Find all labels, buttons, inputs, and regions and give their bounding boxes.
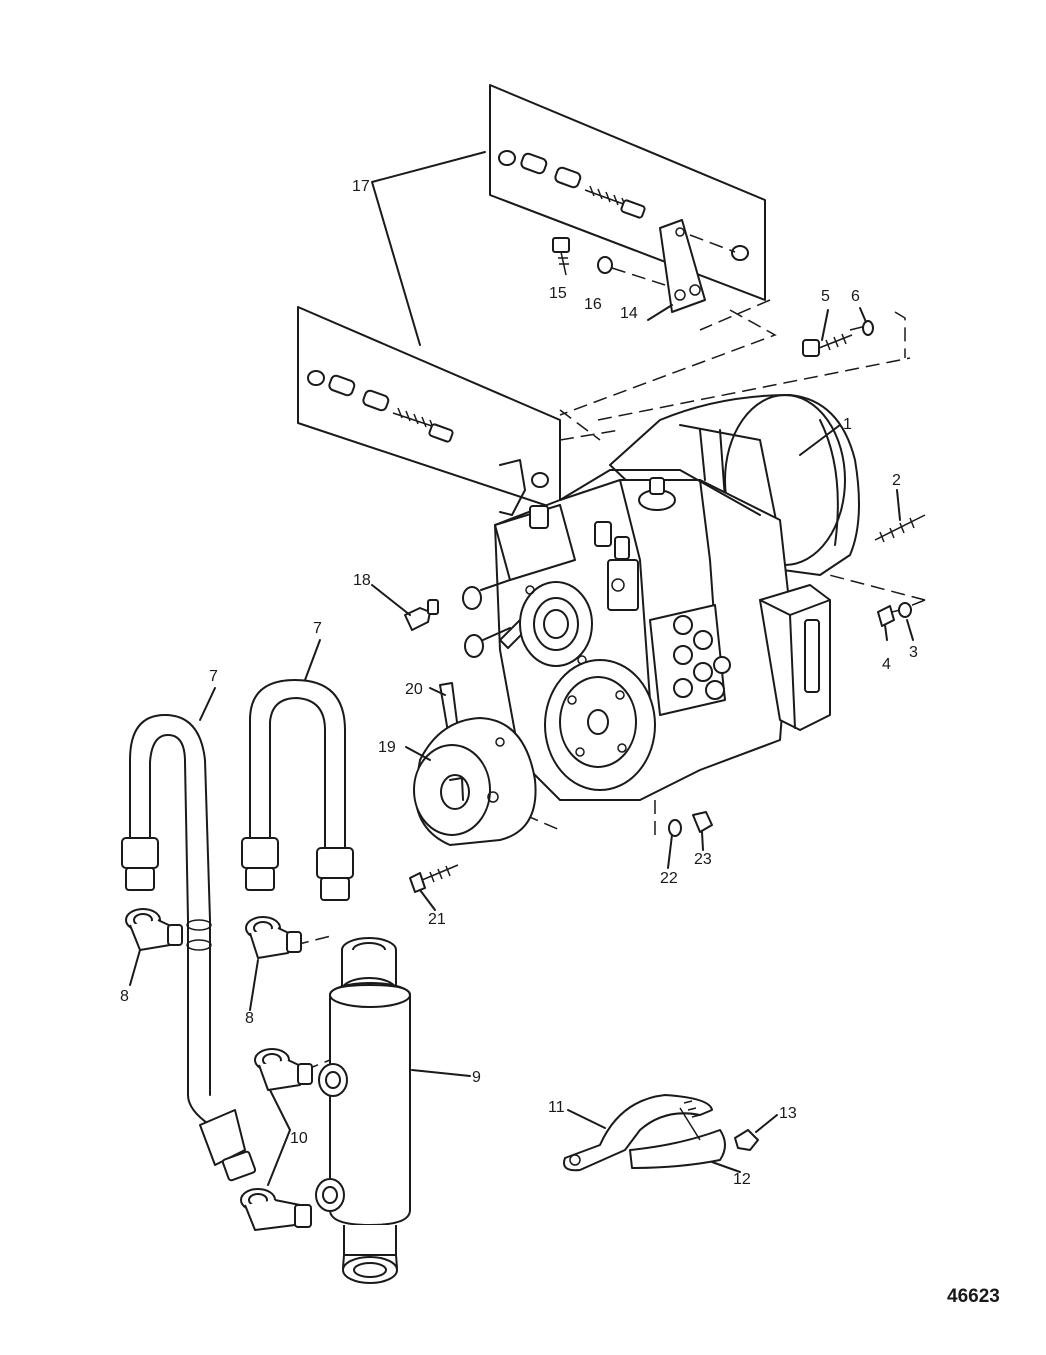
callout-14: 14 xyxy=(620,305,638,322)
callout-9: 9 xyxy=(472,1069,481,1086)
elbow-fittings xyxy=(125,908,313,1231)
callout-17-leader xyxy=(371,151,486,346)
callout-10: 10 xyxy=(290,1130,308,1147)
lower-mount-hardware-panel xyxy=(297,306,561,516)
callout-5: 5 xyxy=(821,288,830,305)
callout-1: 1 xyxy=(843,416,852,433)
callout-16: 16 xyxy=(584,296,602,313)
callout-21: 21 xyxy=(428,911,446,928)
callout-3: 3 xyxy=(909,644,918,661)
callout-6: 6 xyxy=(851,288,860,305)
callout-2: 2 xyxy=(892,472,901,489)
callout-23: 23 xyxy=(694,851,712,868)
callout-11: 11 xyxy=(548,1099,565,1116)
transmission-housing xyxy=(404,320,926,801)
callout-7a: 7 xyxy=(209,668,218,685)
callout-8b: 8 xyxy=(245,1010,254,1027)
callout-19: 19 xyxy=(378,739,396,756)
callout-8a: 8 xyxy=(120,988,129,1005)
callout-15: 15 xyxy=(549,285,567,302)
hoses xyxy=(121,679,354,1182)
callout-4: 4 xyxy=(882,656,891,673)
callout-12: 12 xyxy=(733,1171,751,1188)
callout-18: 18 xyxy=(353,572,371,589)
hose-clamp xyxy=(563,1094,759,1172)
figure-number: 46623 xyxy=(947,1286,1000,1307)
callout-13: 13 xyxy=(779,1105,797,1122)
callout-labels: 1 2 3 4 5 6 7 7 8 8 9 10 11 12 13 14 15 … xyxy=(120,178,1000,1307)
callout-17: 17 xyxy=(352,178,370,195)
drive-coupler xyxy=(409,682,713,893)
callout-7b: 7 xyxy=(313,620,322,637)
callout-20: 20 xyxy=(405,681,423,698)
oil-cooler xyxy=(315,937,411,1284)
callout-22: 22 xyxy=(660,870,678,887)
callout-1-leader xyxy=(799,424,841,456)
callout-leaders xyxy=(129,307,914,1186)
upper-mount-hardware-panel xyxy=(489,84,766,321)
